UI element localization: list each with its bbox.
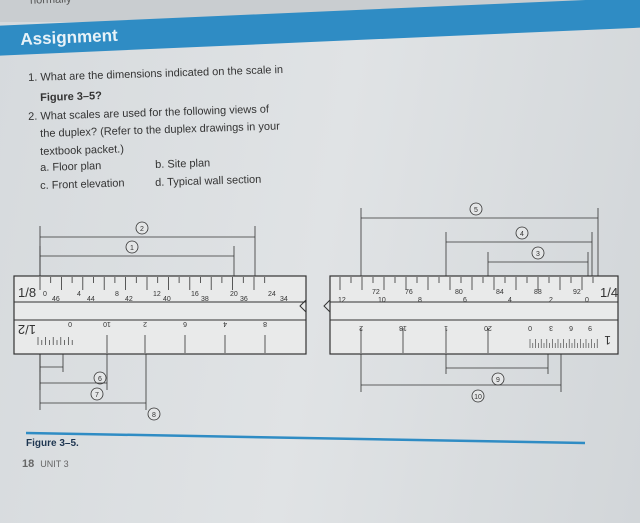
page-number: 18 <box>22 458 35 470</box>
tick-label: 0 <box>68 320 72 327</box>
figure-caption: Figure 3–5. <box>26 438 79 449</box>
callout-circle-6 <box>93 371 107 385</box>
tick-label: 0 <box>585 297 589 304</box>
break-mark <box>323 276 331 354</box>
unit-label: UNIT 3 <box>40 459 69 469</box>
tick-label: 80 <box>455 289 463 296</box>
tick-label: 2 <box>359 324 363 331</box>
caption-rule <box>25 431 586 445</box>
tick-label: 0 <box>528 324 532 331</box>
tick-label: 36 <box>240 296 248 303</box>
tick-label: 4 <box>508 297 512 304</box>
tick-label: 4 <box>77 291 81 298</box>
tick-label: 88 <box>534 289 542 296</box>
tick-label: 16 <box>191 291 199 298</box>
callout-number-3: 3 <box>536 251 540 258</box>
tick-label: 12 <box>338 297 346 304</box>
scale-label-1-4: 1/4 <box>600 285 618 300</box>
callout-circle-1 <box>125 240 139 254</box>
scale-label-1-2: 1/2 <box>18 322 36 337</box>
tick-label: 10 <box>103 320 111 327</box>
scale-body-right <box>329 275 619 355</box>
callout-number-8: 8 <box>152 412 156 419</box>
tick-label: 9 <box>588 324 592 331</box>
tick-label: 10 <box>378 297 386 304</box>
tick-label: 38 <box>201 296 209 303</box>
tick-label: 20 <box>230 291 238 298</box>
tick-label: 2 <box>549 297 553 304</box>
callout-circle-5 <box>469 202 483 216</box>
tick-label: 76 <box>405 289 413 296</box>
scale-label-1-8: 1/8 <box>18 285 36 300</box>
callout-number-7: 7 <box>95 392 99 399</box>
tick-label: 12 <box>153 291 161 298</box>
tick-label: 6 <box>569 324 573 331</box>
tick-label: 42 <box>125 296 133 303</box>
tick-label: 3 <box>549 324 553 331</box>
tick-label: 8 <box>418 297 422 304</box>
callout-number-5: 5 <box>474 207 478 214</box>
tick-label: 2 <box>143 320 147 327</box>
tick-label: 1 <box>444 324 448 331</box>
tick-label: 34 <box>280 296 288 303</box>
callout-circle-4 <box>515 226 529 240</box>
break-mark <box>299 276 307 354</box>
tick-label: 0 <box>43 291 47 298</box>
tick-label: 6 <box>463 297 467 304</box>
callout-number-10: 10 <box>474 394 482 401</box>
tick-label: 18 <box>399 324 407 331</box>
callout-circle-3 <box>531 246 545 260</box>
scale-body-left <box>13 275 307 355</box>
page-footer: 18 UNIT 3 <box>22 458 69 470</box>
callout-number-6: 6 <box>98 376 102 383</box>
callout-number-2: 2 <box>140 226 144 233</box>
tick-label: 24 <box>268 291 276 298</box>
tick-label: 8 <box>115 291 119 298</box>
tick-label: 4 <box>223 320 227 327</box>
callout-number-9: 9 <box>496 377 500 384</box>
tick-label: 20 <box>484 324 492 331</box>
callout-number-1: 1 <box>130 245 134 252</box>
tick-label: 92 <box>573 289 581 296</box>
tick-label: 8 <box>263 320 267 327</box>
callout-number-4: 4 <box>520 231 524 238</box>
scale-label-1: 1 <box>604 333 611 347</box>
tick-label: 44 <box>87 296 95 303</box>
tick-label: 46 <box>52 296 60 303</box>
callout-circle-7 <box>90 387 104 401</box>
callout-circle-10 <box>471 389 485 403</box>
tick-label: 6 <box>183 320 187 327</box>
callout-circle-8 <box>147 407 161 421</box>
tick-label: 72 <box>372 289 380 296</box>
tick-label: 40 <box>163 296 171 303</box>
callout-circle-2 <box>135 221 149 235</box>
tick-label: 84 <box>496 289 504 296</box>
